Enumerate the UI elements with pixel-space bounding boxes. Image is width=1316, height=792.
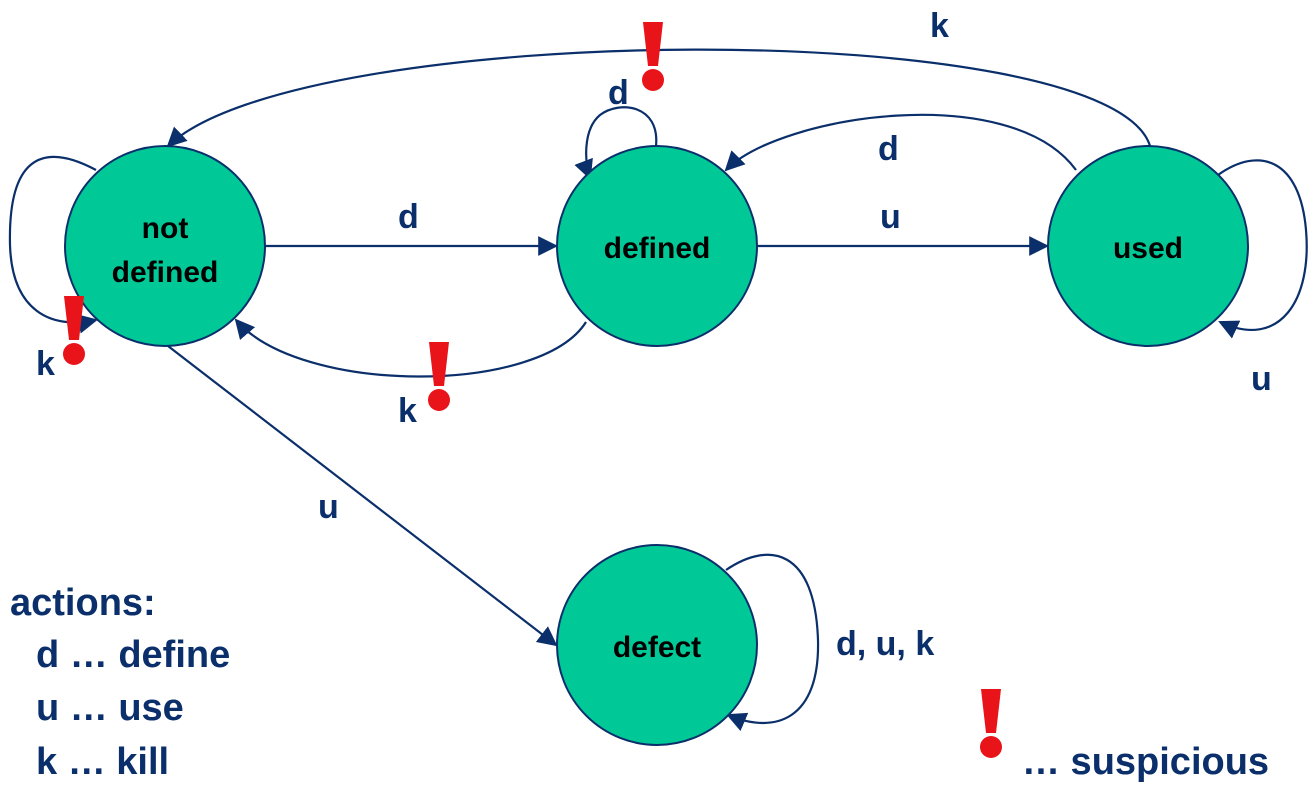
node-defect-label: defect <box>613 631 701 664</box>
label-def-to-nd: k <box>398 392 417 430</box>
node-not-defined-line1: not <box>142 212 189 245</box>
label-used-to-def: d <box>878 130 899 168</box>
legend-suspicious: … suspicious <box>1022 741 1269 783</box>
label-used-self: u <box>1251 360 1272 398</box>
edge-not-defined-to-defect <box>167 345 558 647</box>
node-not-defined-line2: defined <box>112 256 219 289</box>
edge-defined-self <box>574 106 658 180</box>
legend-title: actions: <box>10 582 156 624</box>
node-defined <box>556 145 758 347</box>
edge-not-defined-self <box>8 155 98 334</box>
legend-item-define: d … define <box>36 634 230 676</box>
exclamation-icon <box>642 22 664 91</box>
label-nd-to-def: d <box>398 198 419 236</box>
label-used-to-nd: k <box>930 7 949 45</box>
exclamation-icon <box>63 296 85 365</box>
label-nd-to-defect: u <box>318 488 339 526</box>
node-not-defined <box>64 145 266 347</box>
label-nd-self: k <box>36 345 55 383</box>
node-used-label: used <box>1113 232 1183 265</box>
node-defect <box>556 544 758 746</box>
node-used <box>1047 145 1249 347</box>
label-def-to-used: u <box>880 198 901 236</box>
legend-item-kill: k … kill <box>36 741 169 783</box>
edge-used-self <box>1217 159 1308 339</box>
node-defined-label: defined <box>604 232 711 265</box>
legend-item-use: u … use <box>36 687 184 729</box>
label-defect-self: d, u, k <box>836 625 934 663</box>
edge-used-to-defined <box>724 113 1077 172</box>
exclamation-icon <box>980 689 1002 758</box>
edge-defined-to-not-defined <box>234 318 587 378</box>
label-def-self: d <box>608 74 629 112</box>
edge-used-to-not-defined <box>166 48 1152 148</box>
edge-defect-self <box>725 553 820 732</box>
